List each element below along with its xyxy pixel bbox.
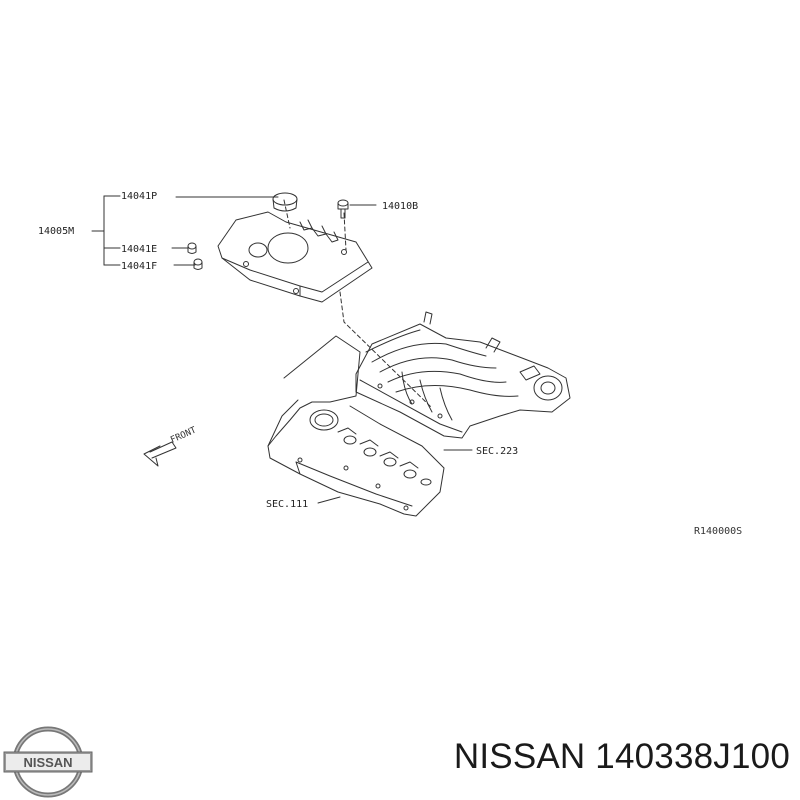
callout-sec223: SEC.223 [476,446,518,457]
callout-14041F: 14041F [121,261,157,272]
reference-code: R140000S [694,526,742,537]
front-label: FRONT [169,425,198,445]
nissan-logo-icon: NISSAN [3,726,93,798]
intake-manifold [355,311,571,439]
logo-text: NISSAN [23,755,72,770]
grommet-14041E [187,242,197,254]
leader-lines [91,195,473,504]
callout-14041P: 14041P [121,191,157,202]
rocker-cover [267,335,445,517]
grommet-14041F [193,258,203,270]
callout-sec111: SEC.111 [266,499,308,510]
front-arrow-icon [143,441,177,467]
callout-14010B: 14010B [382,201,418,212]
oil-cap-14041P [272,192,298,212]
engine-cover [217,211,373,303]
callout-14041E: 14041E [121,244,157,255]
part-caption: NISSAN 140338J100 [453,737,790,776]
bolt-14010B [337,199,349,219]
callout-14005M: 14005M [38,226,74,237]
